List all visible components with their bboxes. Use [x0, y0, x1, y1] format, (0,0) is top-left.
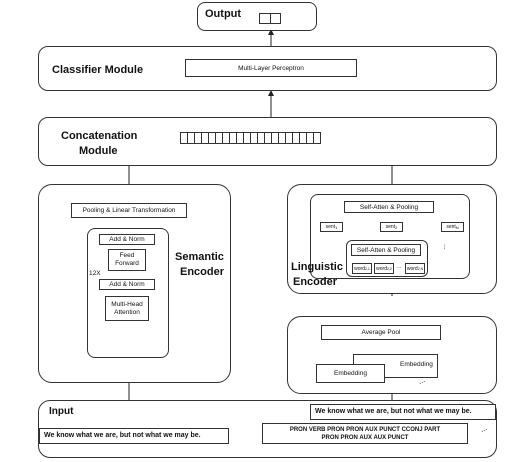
average-pool-box: Average Pool — [321, 325, 441, 340]
output-module — [197, 2, 317, 31]
mlp-box: Multi-Layer Perceptron — [185, 59, 357, 77]
pos-line2: PRON PRON AUX AUX PUNCT — [321, 435, 409, 441]
sent-ellipsis: ... — [442, 244, 449, 250]
add-norm-top: Add & Norm — [99, 234, 155, 245]
embedding-back-label: Embedding — [400, 361, 433, 368]
feed-forward-box: Feed Forward — [108, 249, 146, 271]
semantic-input-sentence: We know what we are, but not what we may… — [39, 428, 229, 444]
input-title: Input — [49, 406, 74, 417]
semantic-title-line1: Semantic — [175, 251, 224, 263]
classifier-title: Classifier Module — [52, 64, 144, 76]
self-atten-top: Self-Atten & Pooling — [344, 201, 434, 213]
self-atten-inner: Self-Atten & Pooling — [351, 244, 421, 256]
mha-line2: Attention — [114, 308, 140, 316]
transformer-block — [87, 228, 169, 358]
concat-title-line2: Module — [79, 145, 118, 157]
add-norm-bottom: Add & Norm — [99, 279, 155, 290]
linguistic-title-line2: Encoder — [293, 276, 338, 288]
feed-forward-line2: Forward — [115, 260, 139, 267]
word-ellipsis: ... — [397, 264, 402, 270]
multi-head-attention-box: Multi-Head Attention — [105, 296, 149, 321]
pooling-box: Pooling & Linear Transformation — [71, 203, 187, 218]
output-title: Output — [205, 8, 242, 20]
repeat-label: 12X — [89, 270, 101, 277]
embedding-front: Embedding — [316, 364, 385, 383]
concat-vector — [180, 132, 321, 144]
concat-cell — [313, 132, 321, 144]
concat-title-line1: Concatenation — [61, 130, 138, 142]
pos-line1: PRON VERB PRON PRON AUX PUNCT CCONJ PART — [289, 427, 441, 433]
output-vector — [259, 13, 281, 24]
semantic-title-line2: Encoder — [180, 266, 225, 278]
mha-line1: Multi-Head — [111, 300, 143, 308]
linguistic-title-line1: Linguistic — [291, 261, 343, 273]
linguistic-input-sentence: We know what we are, but not what we may… — [310, 404, 496, 420]
feed-forward-line1: Feed — [119, 252, 135, 259]
pos-tag-sequence: PRON VERB PRON PRON AUX PUNCT CCONJ PART… — [262, 423, 468, 444]
